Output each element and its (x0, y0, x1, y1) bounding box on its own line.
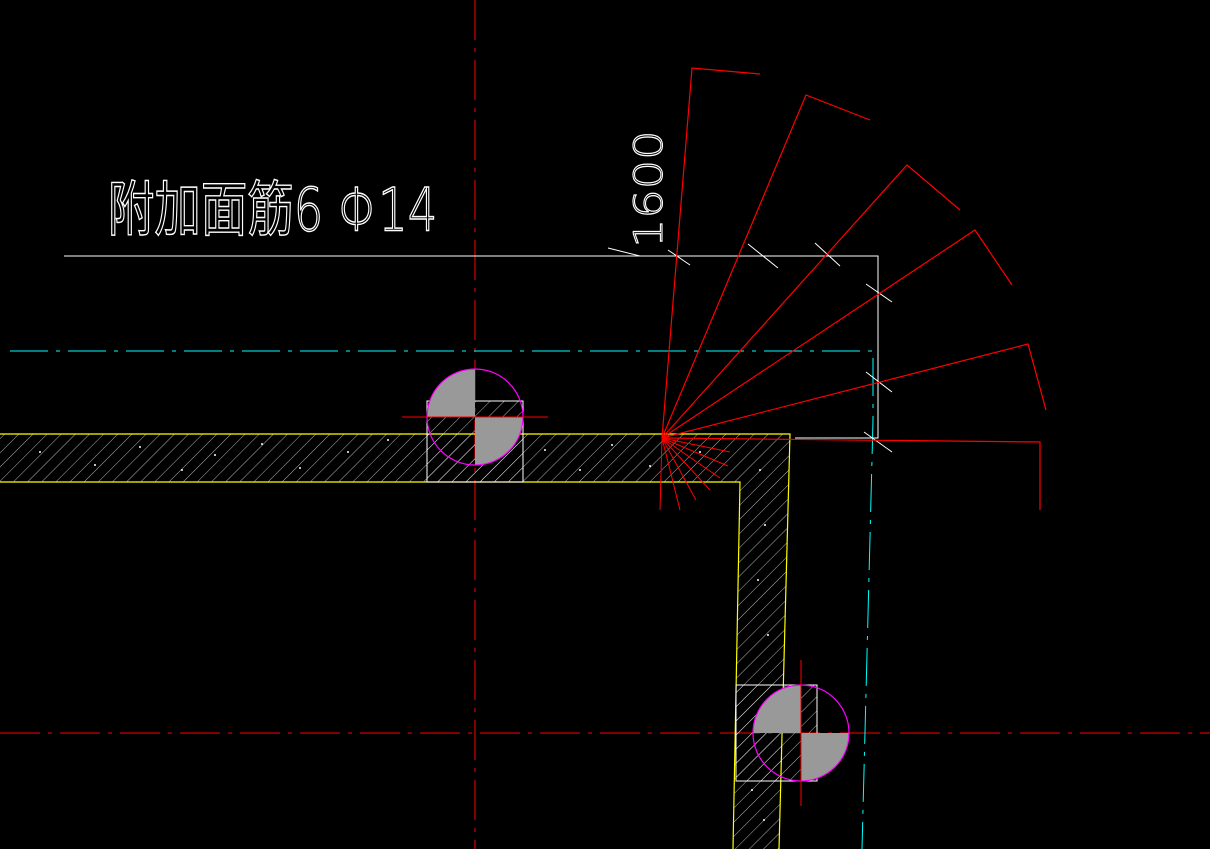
rebar-5 (661, 343, 1047, 439)
rebar-extent-line (64, 247, 879, 439)
concrete-band-fill (0, 434, 790, 849)
rebar-4 (661, 229, 1013, 439)
rebar-3 (661, 164, 961, 439)
rebar-fan-short (659, 437, 731, 511)
rebar-6 (661, 437, 1041, 510)
rebar-label: 附加面筋6 Φ14 (108, 175, 437, 245)
slab-edge-dashed (10, 350, 874, 849)
concrete-band (0, 433, 791, 849)
aggregate-dots (39, 439, 769, 821)
rebar-1 (661, 67, 761, 439)
column-marker-bottom (735, 660, 850, 806)
column-marker-top (402, 368, 548, 483)
dimension-label: 1600 (626, 130, 672, 248)
concrete-band-outline (0, 433, 791, 849)
dimension-ticks (667, 242, 893, 453)
rebar-2 (661, 94, 871, 439)
radiating-rebars (661, 67, 1047, 510)
